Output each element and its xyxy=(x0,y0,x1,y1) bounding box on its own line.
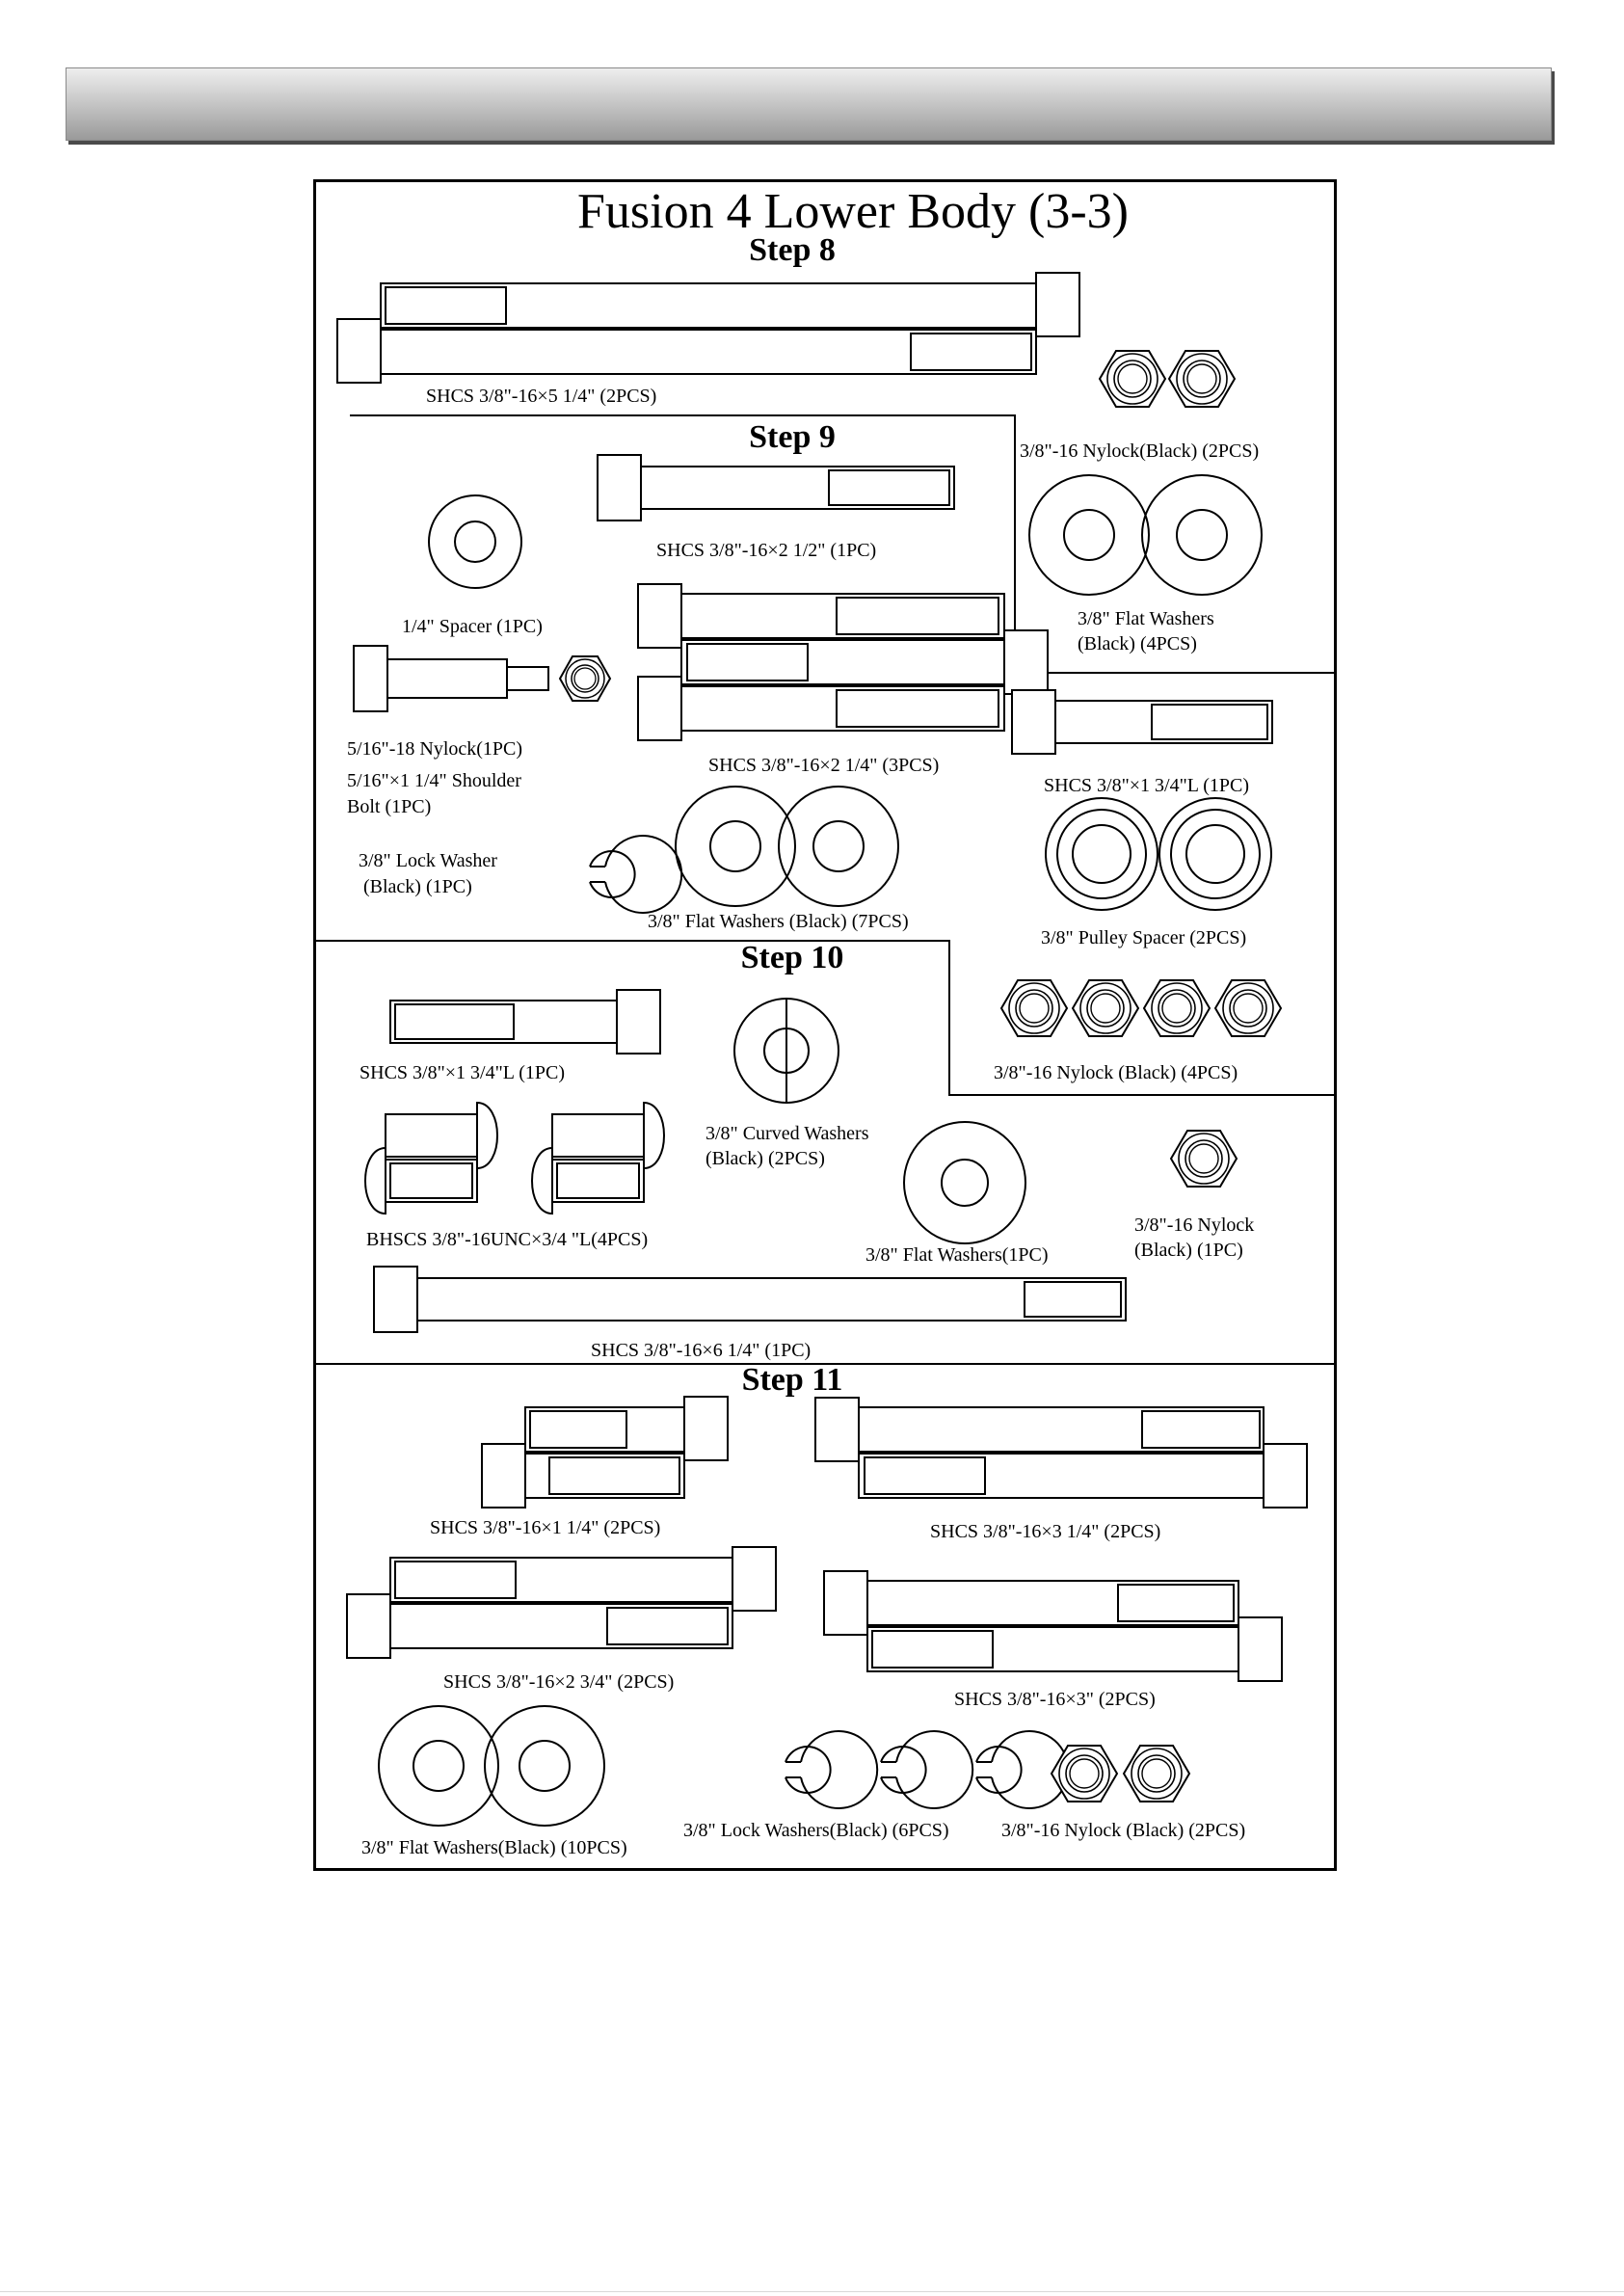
pulley-spacer-label: 3/8" Pulley Spacer (2PCS) xyxy=(1041,927,1246,948)
nylock-4pcs-label: 3/8"-16 Nylock (Black) (4PCS) xyxy=(994,1062,1238,1083)
lock-washer-icon xyxy=(589,835,683,914)
bolt-5-1-4-label: SHCS 3/8"-16×5 1/4" (2PCS) xyxy=(426,386,656,407)
flat-washers-7pcs-label: 3/8" Flat Washers (Black) (7PCS) xyxy=(648,911,909,932)
shoulder-bolt-label-2: Bolt (1PC) xyxy=(347,796,431,817)
bolt-6-1-4-icon xyxy=(373,1266,1127,1333)
bolt-3-icon xyxy=(823,1570,1283,1682)
bolt-1-3-4-icon xyxy=(1011,689,1273,755)
flat-washers-7pcs-icon xyxy=(675,786,899,907)
nylock-2pcs-step11-icon xyxy=(1051,1745,1190,1802)
shoulder-bolt-label-1: 5/16"×1 1/4" Shoulder xyxy=(347,770,521,791)
nylock-1pc-label-2: (Black) (1PC) xyxy=(1134,1240,1243,1261)
page-title: Fusion 4 Lower Body (3-3) xyxy=(577,184,1129,239)
nylock-2pcs-icon xyxy=(1099,350,1236,408)
curved-washers-label-1: 3/8" Curved Washers xyxy=(706,1123,869,1144)
lock-washer-label-2: (Black) (1PC) xyxy=(363,876,472,897)
flat-washers-10pcs-icon xyxy=(378,1705,605,1827)
nylock-1pc-label-1: 3/8"-16 Nylock xyxy=(1134,1215,1254,1236)
bottom-rule xyxy=(0,2291,1624,2292)
spacer-label: 1/4" Spacer (1PC) xyxy=(402,616,543,637)
bolt-2-3-4-icon xyxy=(346,1546,777,1659)
parts-diagram-sheet: Fusion 4 Lower Body (3-3) Step 8 SHCS 3/… xyxy=(313,179,1337,1871)
bolt-3-label: SHCS 3/8"-16×3" (2PCS) xyxy=(954,1689,1156,1710)
step-11-heading: Step 11 xyxy=(742,1362,843,1398)
nylock-1pc-icon xyxy=(1170,1130,1238,1188)
bolt-1-3-4-label: SHCS 3/8"×1 3/4"L (1PC) xyxy=(1044,775,1249,796)
bolt-3-1-4-icon xyxy=(814,1397,1308,1508)
nylock-2pcs-step11-label: 3/8"-16 Nylock (Black) (2PCS) xyxy=(1001,1820,1245,1841)
flat-washer-1pc-label: 3/8" Flat Washers(1PC) xyxy=(865,1244,1049,1266)
bhscs-label: BHSCS 3/8"-16UNC×3/4 "L(4PCS) xyxy=(366,1229,648,1250)
spacer-icon xyxy=(428,494,522,589)
bolt-2-1-2-label: SHCS 3/8"-16×2 1/2" (1PC) xyxy=(656,540,876,561)
nylock-2pcs-label: 3/8"-16 Nylock(Black) (2PCS) xyxy=(1020,441,1259,462)
bolt-2-3-4-label: SHCS 3/8"-16×2 3/4" (2PCS) xyxy=(443,1671,674,1693)
pulley-spacer-icon xyxy=(1045,797,1272,911)
flat-washers-4pcs-icon xyxy=(1028,474,1263,596)
section-dividers xyxy=(313,414,1335,1365)
step-10-heading: Step 10 xyxy=(741,940,844,975)
step-9-heading: Step 9 xyxy=(749,419,836,455)
lock-washers-6pcs-label: 3/8" Lock Washers(Black) (6PCS) xyxy=(683,1820,949,1841)
nylock-5-16-icon xyxy=(559,655,611,702)
nylock-4pcs-icon xyxy=(1000,979,1282,1037)
header-bar xyxy=(66,67,1552,141)
flat-washers-4pcs-label-2: (Black) (4PCS) xyxy=(1078,633,1197,654)
lock-washer-label-1: 3/8" Lock Washer xyxy=(359,850,497,871)
nylock-5-16-label: 5/16"-18 Nylock(1PC) xyxy=(347,738,522,760)
bolt-step10-1-3-4-label: SHCS 3/8"×1 3/4"L (1PC) xyxy=(359,1062,565,1083)
bolt-step10-1-3-4-icon xyxy=(389,989,661,1055)
shoulder-bolt-icon xyxy=(353,645,549,712)
bolt-1-1-4-label: SHCS 3/8"-16×1 1/4" (2PCS) xyxy=(430,1517,660,1538)
flat-washers-4pcs-label-1: 3/8" Flat Washers xyxy=(1078,608,1214,629)
bhscs-icon xyxy=(364,1101,665,1215)
bolt-5-1-4-icon xyxy=(336,272,1080,384)
curved-washers-label-2: (Black) (2PCS) xyxy=(706,1148,825,1169)
step-8-heading: Step 8 xyxy=(749,232,836,268)
bolt-2-1-4-label: SHCS 3/8"-16×2 1/4" (3PCS) xyxy=(708,755,939,776)
curved-washers-icon xyxy=(733,998,839,1104)
bolt-2-1-4-icon xyxy=(637,583,1049,741)
bolt-3-1-4-label: SHCS 3/8"-16×3 1/4" (2PCS) xyxy=(930,1521,1160,1542)
bolt-6-1-4-label: SHCS 3/8"-16×6 1/4" (1PC) xyxy=(591,1340,811,1361)
flat-washer-1pc-icon xyxy=(903,1121,1026,1244)
parts-diagram: Fusion 4 Lower Body (3-3) Step 8 SHCS 3/… xyxy=(313,179,1337,1871)
flat-washers-10pcs-label: 3/8" Flat Washers(Black) (10PCS) xyxy=(361,1837,627,1858)
diagram-frame xyxy=(313,179,1337,1871)
bolt-2-1-2-icon xyxy=(597,454,955,521)
bolt-1-1-4-icon xyxy=(481,1396,729,1508)
lock-washers-6pcs-icon xyxy=(785,1730,1070,1809)
